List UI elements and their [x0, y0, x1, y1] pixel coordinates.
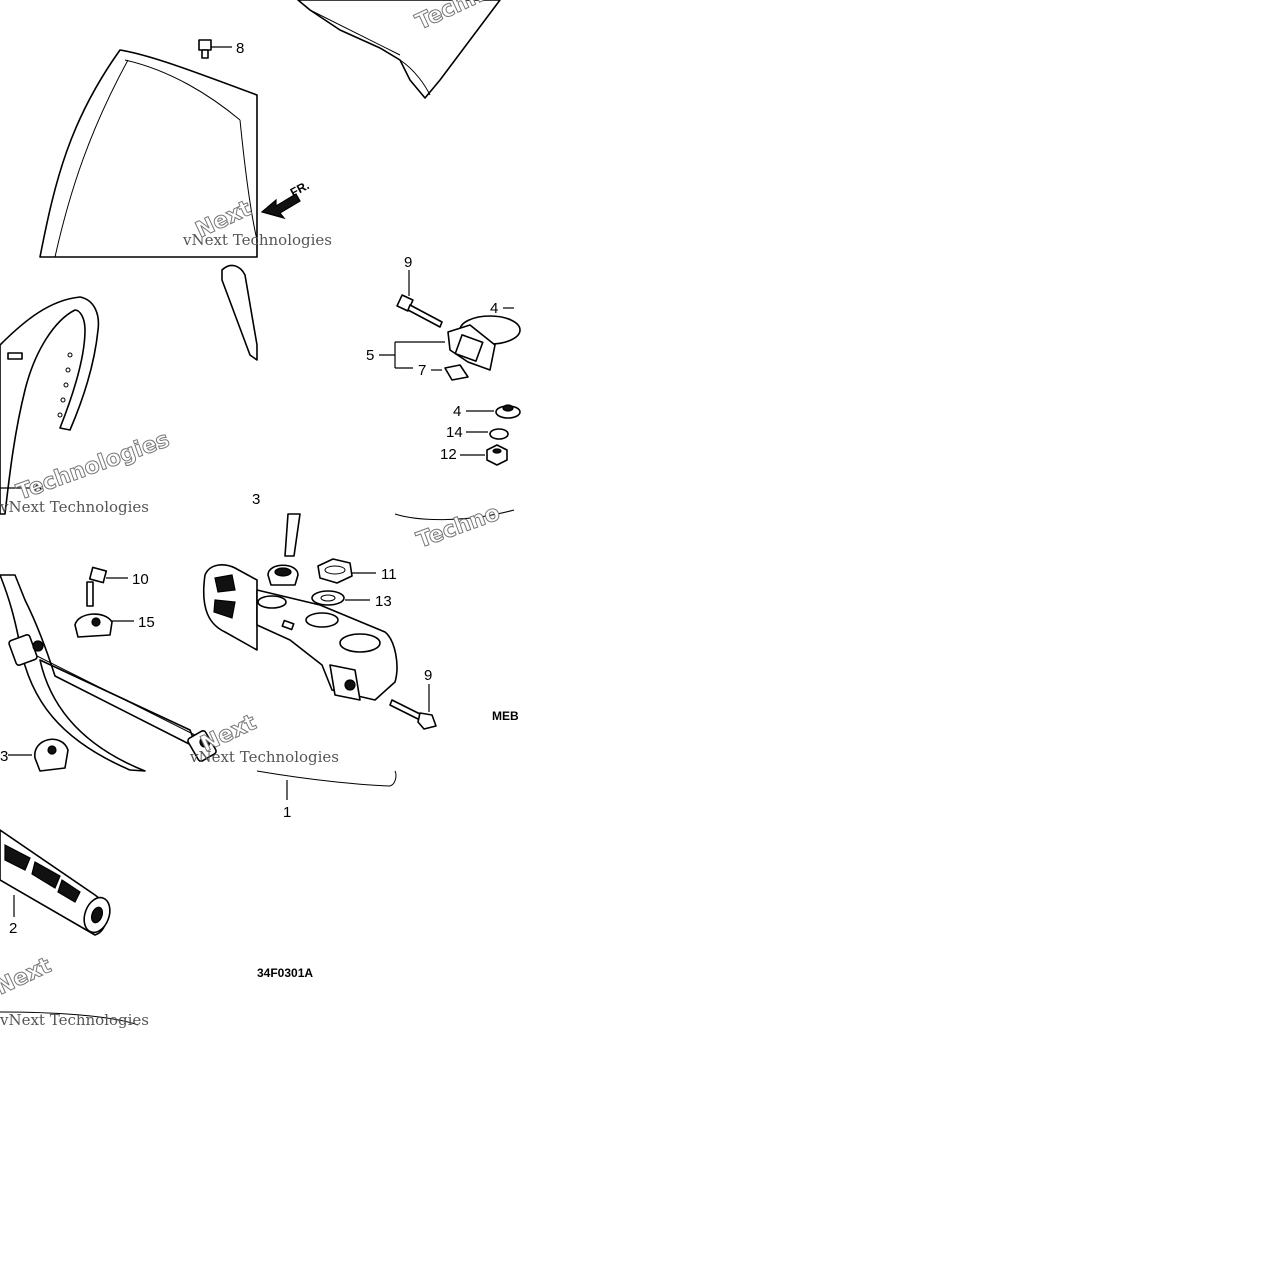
bolt-8 — [198, 39, 212, 59]
clamp-collar-left — [8, 634, 44, 666]
watermark-a: vNext Technologies — [182, 231, 332, 249]
front-direction-arrow — [260, 193, 301, 220]
clamp-holder-3 — [34, 738, 69, 772]
handlebar — [0, 574, 198, 772]
watermark-h: vNext Technologies — [189, 748, 339, 766]
callout-1: 1 — [283, 804, 291, 821]
diagram-code-ref: 34F0301A — [257, 966, 313, 980]
washer-13 — [311, 590, 345, 606]
callout-14: 14 — [446, 424, 463, 441]
callout-7: 7 — [418, 362, 426, 379]
callout-10: 10 — [132, 571, 149, 588]
watermark-c: vNext Technologies — [0, 498, 149, 516]
callout-15: 15 — [138, 614, 155, 631]
crossbar-pad — [202, 564, 258, 651]
handlebar-clamp-upper — [447, 315, 521, 371]
callout-9-top: 9 — [404, 254, 412, 271]
clamp-holder-15 — [74, 613, 113, 638]
side-cover — [0, 296, 100, 515]
nut-12 — [486, 444, 508, 466]
tile-upper-clamp: 9 4 5 7 4 14 12 3 — [221, 254, 521, 521]
nut-plate-7 — [444, 364, 469, 381]
callout-4-mid: 4 — [453, 403, 461, 420]
fork-tube — [221, 264, 258, 361]
tile-fender: Techno — [297, 0, 501, 99]
top-bridge — [256, 589, 398, 701]
watermark-g: vNext Technologies — [0, 1011, 149, 1029]
nut-11 — [317, 558, 353, 584]
callout-13: 13 — [375, 593, 392, 610]
tile-number-plate: 8 FR. vNext Technologies Next — [39, 39, 332, 258]
rubber-mount-4 — [495, 404, 521, 419]
clamp-collar-right — [187, 730, 217, 762]
callout-5: 5 — [366, 347, 374, 364]
callout-12: 12 — [440, 446, 457, 463]
tile-side-cover: 6 vNext Technologies Technologies — [0, 296, 173, 516]
callout-2: 2 — [9, 920, 17, 937]
callout-6: 6 — [34, 481, 42, 498]
callout-4-top: 4 — [490, 300, 498, 317]
callout-11: 11 — [381, 566, 397, 583]
nut-top — [267, 564, 299, 586]
callout-9-bot: 9 — [424, 667, 432, 684]
fender-piece — [297, 0, 501, 99]
watermark-g-outline: Next — [0, 953, 56, 1000]
bolt-10 — [86, 566, 108, 607]
number-plate — [39, 49, 258, 258]
watermark-c-outline: Technologies — [14, 427, 173, 505]
tile-top-bridge: 11 13 9 MEB Techno — [202, 500, 519, 730]
handlebar-grip — [0, 829, 111, 936]
bolt-9-top — [396, 294, 443, 328]
tile-reference: 1 34F0301A vNext Technologies — [189, 748, 397, 980]
stud-bolt — [284, 513, 301, 557]
diagram-code-meb: MEB — [492, 709, 519, 723]
tile-grip: 2 vNext Technologies Next — [0, 829, 149, 1029]
callout-8: 8 — [236, 40, 244, 57]
callout-3-small: 3 — [252, 491, 260, 508]
watermark-f-outline: Techno — [414, 501, 504, 554]
callout-3-left: 3 — [0, 748, 8, 765]
bolt-9-bottom — [389, 699, 437, 730]
washer-14 — [489, 428, 509, 440]
